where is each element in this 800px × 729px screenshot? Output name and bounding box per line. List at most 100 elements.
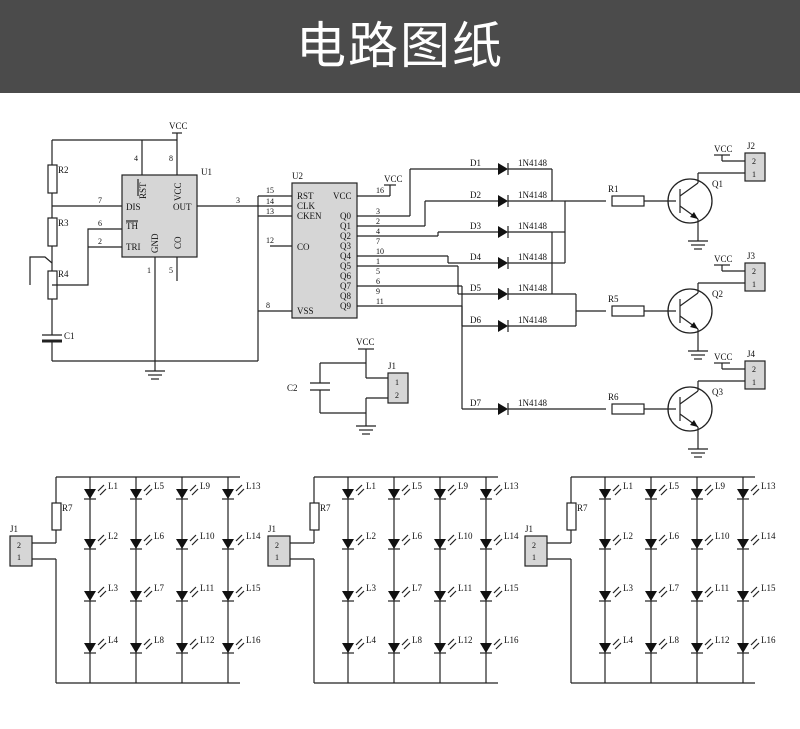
- u2-pin-15: 15: [266, 186, 274, 195]
- led-matrix: J121R7L1L2L3L4L5L6L7L8L9L10L11L12L13L14L…: [524, 476, 776, 684]
- led-label: L11: [458, 583, 472, 593]
- led-label: L4: [108, 635, 118, 645]
- resistor-label: R1: [608, 184, 619, 194]
- diode-label: D7: [470, 398, 481, 408]
- u1-pin-rst: RST: [138, 182, 148, 199]
- led-symbol: [645, 489, 657, 499]
- diode-part-label: 1N4148: [518, 315, 547, 325]
- led-label: L7: [154, 583, 164, 593]
- u2-output-pin-number: 10: [376, 247, 384, 256]
- diode-symbol: [498, 226, 508, 238]
- led-label: L10: [715, 531, 730, 541]
- u2-output-pin-number: 6: [376, 277, 380, 286]
- led-symbol: [599, 591, 611, 601]
- led-symbol: [388, 489, 400, 499]
- led-label: L3: [623, 583, 633, 593]
- npn-transistor: [667, 178, 713, 224]
- u2-output-pin-number: 9: [376, 287, 380, 296]
- led-label: L7: [669, 583, 679, 593]
- title-banner: 电路图纸: [0, 0, 800, 93]
- led-symbol: [691, 539, 703, 549]
- led-symbol: [480, 539, 492, 549]
- diode-symbol: [498, 403, 508, 415]
- u1-label: U1: [201, 167, 212, 177]
- u1-pin-8: 8: [169, 154, 173, 163]
- led-label: L2: [623, 531, 633, 541]
- led-symbol: [388, 591, 400, 601]
- led-label: L5: [412, 481, 422, 491]
- led-symbol: [434, 643, 446, 653]
- led-symbol: [222, 643, 234, 653]
- led-symbol: [84, 539, 96, 549]
- u1-pin-vcc: VCC: [173, 182, 183, 201]
- jack-pin-2: 2: [752, 365, 756, 374]
- c1-label: C1: [64, 331, 75, 341]
- matrix-resistor-label: R7: [577, 503, 588, 513]
- led-label: L16: [761, 635, 776, 645]
- led-label: L16: [246, 635, 261, 645]
- led-label: L7: [412, 583, 422, 593]
- led-symbol: [176, 643, 188, 653]
- led-symbol: [691, 489, 703, 499]
- u2-pin-vcc: VCC: [333, 191, 352, 201]
- base-resistor: [611, 305, 645, 317]
- u2-pin-vss: VSS: [297, 306, 314, 316]
- circuit-schematic: VCC 4 8 U1 RST VCC DIS OUT TH TRI GND CO…: [9, 121, 776, 684]
- output-jack: [744, 152, 766, 182]
- u1-pin-4: 4: [134, 154, 138, 163]
- led-symbol: [84, 489, 96, 499]
- u1-pin-th: TH: [126, 221, 138, 231]
- led-label: L5: [154, 481, 164, 491]
- led-symbol: [737, 539, 749, 549]
- j1-connector: [387, 372, 409, 404]
- u1-pin-co: CO: [173, 236, 183, 249]
- led-symbol: [599, 643, 611, 653]
- led-symbol: [645, 539, 657, 549]
- transistor-label: Q1: [712, 179, 723, 189]
- led-label: L1: [108, 481, 118, 491]
- diode-symbol: [498, 288, 508, 300]
- led-label: L13: [761, 481, 776, 491]
- resistor-label: R6: [608, 392, 619, 402]
- led-label: L12: [458, 635, 473, 645]
- u2-output-label: Q6: [340, 271, 351, 281]
- diode-label: D6: [470, 315, 481, 325]
- led-matrices: J121R7L1L2L3L4L5L6L7L8L9L10L11L12L13L14L…: [9, 476, 776, 684]
- u2-pin-co: CO: [297, 242, 310, 252]
- led-label: L9: [715, 481, 725, 491]
- led-label: L2: [108, 531, 118, 541]
- led-symbol: [480, 489, 492, 499]
- diode-symbol: [498, 163, 508, 175]
- output-jack: [744, 262, 766, 292]
- u2-chip: [291, 182, 358, 319]
- led-label: L3: [366, 583, 376, 593]
- led-symbol: [691, 591, 703, 601]
- led-symbol: [645, 643, 657, 653]
- led-symbol: [130, 643, 142, 653]
- matrix-jack-pin-2: 2: [275, 541, 279, 550]
- r3-label: R3: [58, 218, 69, 228]
- jack-label: J3: [747, 251, 756, 261]
- u1-pin-tri: TRI: [126, 242, 141, 252]
- led-symbol: [434, 539, 446, 549]
- diode-part-label: 1N4148: [518, 283, 547, 293]
- led-label: L1: [623, 481, 633, 491]
- led-label: L6: [154, 531, 164, 541]
- j1-label: J1: [388, 361, 396, 371]
- vcc-label: VCC: [714, 352, 733, 362]
- led-label: L14: [504, 531, 519, 541]
- led-label: L2: [366, 531, 376, 541]
- u2-output-pin-number: 7: [376, 237, 380, 246]
- u2-label: U2: [292, 171, 303, 181]
- u2-pin-rst: RST: [297, 191, 314, 201]
- led-symbol: [691, 643, 703, 653]
- matrix-jack-label: J1: [268, 524, 276, 534]
- jack-pin-1: 1: [752, 170, 756, 179]
- u2-output-pin-number: 1: [376, 257, 380, 266]
- led-symbol: [176, 591, 188, 601]
- led-label: L8: [412, 635, 422, 645]
- timer-section: VCC 4 8 U1 RST VCC DIS OUT TH TRI GND CO…: [29, 121, 292, 380]
- c2-label: C2: [287, 383, 298, 393]
